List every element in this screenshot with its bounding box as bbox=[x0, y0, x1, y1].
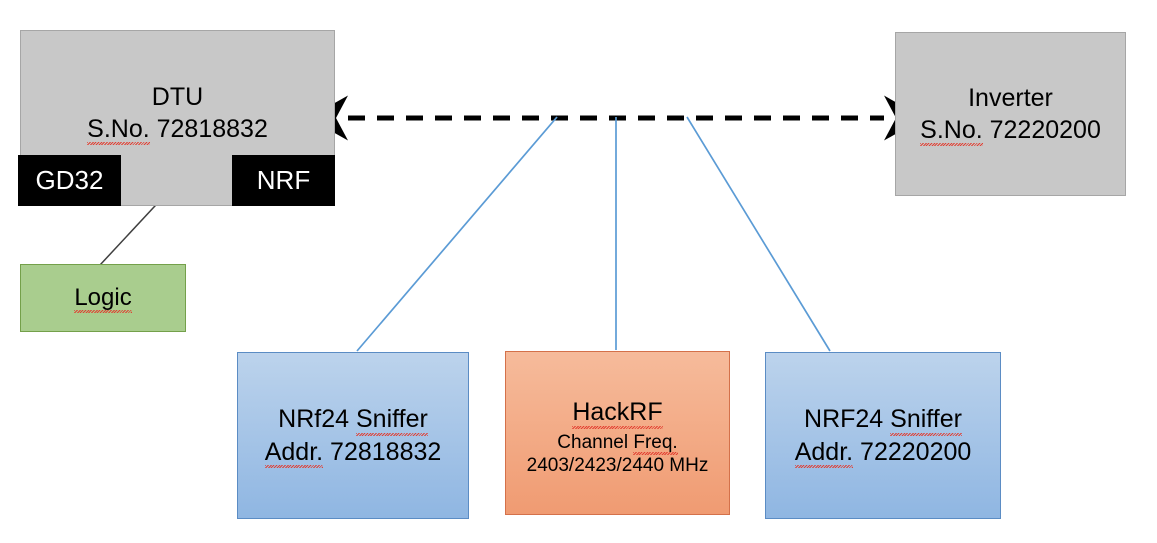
dtu-serial-prefix: S.No. bbox=[87, 114, 150, 145]
inverter-serial: S.No. 72220200 bbox=[920, 116, 1101, 146]
node-hackrf[interactable]: HackRF Channel Freq. 2403/2423/2440 MHz bbox=[505, 351, 730, 515]
hackrf-frequencies: 2403/2423/2440 MHz bbox=[526, 454, 709, 476]
hackrf-channel-label: Channel Freq. bbox=[557, 431, 679, 456]
node-sniffer-left[interactable]: NRf24 Sniffer Addr. 72818832 bbox=[237, 352, 469, 519]
gd32-label: GD32 bbox=[35, 165, 104, 195]
hackrf-freq-word: Freq. bbox=[633, 431, 679, 456]
sniffer-right-title-model: NRF24 bbox=[804, 405, 884, 433]
sniffer-right-addr-prefix: Addr. bbox=[794, 437, 854, 468]
node-sniffer-right[interactable]: NRF24 Sniffer Addr. 72220200 bbox=[765, 352, 1001, 519]
sniffer-right-addr: Addr. 72220200 bbox=[794, 437, 972, 468]
sniffer-right-title: NRF24 Sniffer bbox=[804, 405, 962, 435]
sniffer-left-tap bbox=[356, 116, 558, 352]
sniffer-left-addr: Addr. 72818832 bbox=[264, 437, 442, 468]
node-logic[interactable]: Logic bbox=[20, 264, 186, 332]
hackrf-title-text: HackRF bbox=[572, 398, 663, 428]
dtu-label: DTU bbox=[151, 83, 204, 111]
dtu-serial: S.No. 72818832 bbox=[87, 115, 268, 145]
hackrf-title: HackRF bbox=[572, 398, 663, 428]
inverter-label: Inverter bbox=[968, 84, 1053, 112]
inverter-serial-value: 72220200 bbox=[989, 115, 1101, 144]
dtu-serial-value: 72818832 bbox=[156, 114, 268, 143]
sniffer-right-title-role: Sniffer bbox=[890, 405, 962, 435]
inverter-serial-prefix: S.No. bbox=[920, 115, 983, 146]
sniffer-right-tap bbox=[686, 116, 831, 352]
node-nrf[interactable]: NRF bbox=[232, 155, 335, 206]
nrf-label: NRF bbox=[256, 165, 311, 195]
sniffer-left-title: NRf24 Sniffer bbox=[278, 405, 428, 435]
sniffer-left-addr-prefix: Addr. bbox=[264, 437, 324, 468]
node-gd32[interactable]: GD32 bbox=[18, 155, 121, 206]
sniffer-left-title-role: Sniffer bbox=[356, 405, 428, 435]
sniffer-left-title-model: NRf24 bbox=[278, 405, 350, 433]
hackrf-channel-word: Channel bbox=[557, 431, 629, 453]
logic-label: Logic bbox=[74, 283, 133, 314]
node-inverter[interactable]: Inverter S.No. 72220200 bbox=[895, 32, 1126, 196]
sniffer-left-addr-value: 72818832 bbox=[330, 437, 442, 466]
sniffer-right-addr-value: 72220200 bbox=[860, 437, 972, 466]
